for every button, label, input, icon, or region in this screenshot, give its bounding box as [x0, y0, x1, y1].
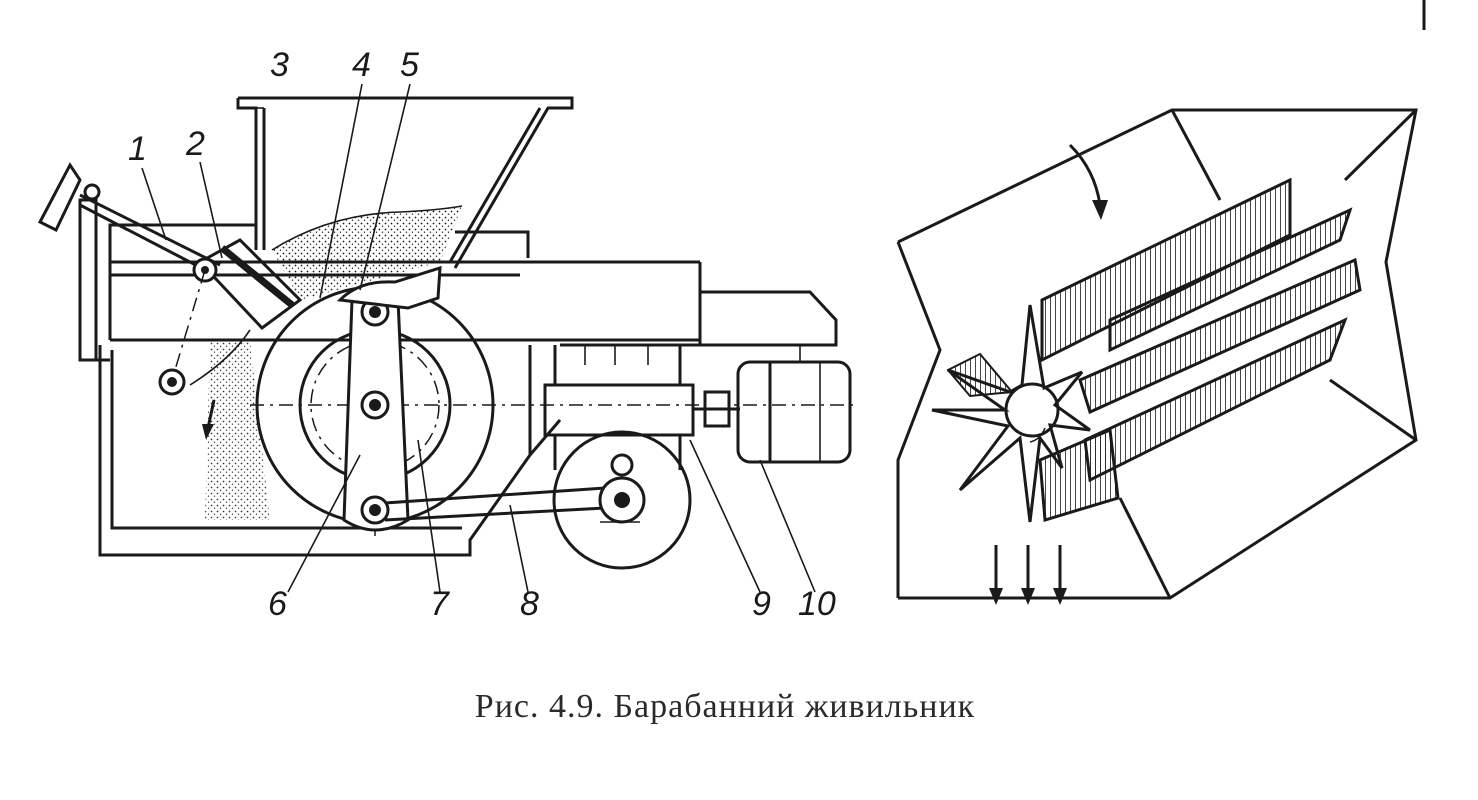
connecting-rod: [384, 430, 692, 570]
label-6: 6: [268, 585, 287, 623]
electric-motor: [736, 345, 852, 464]
flow-arrows: [989, 143, 1108, 605]
label-10: 10: [798, 585, 836, 623]
rocker-arm: [336, 265, 442, 532]
gate-flap: [158, 238, 303, 396]
figure-caption: Рис. 4.9. Барабанний живильник: [474, 688, 976, 725]
label-8: 8: [520, 585, 539, 623]
gearbox: [543, 345, 740, 470]
label-1: 1: [128, 130, 147, 168]
label-3: 3: [270, 46, 289, 84]
label-5: 5: [400, 46, 419, 84]
label-7: 7: [430, 585, 450, 623]
hopper: [236, 96, 574, 300]
drum-blades: [946, 177, 1362, 522]
drum-isometric-view: [896, 108, 1418, 605]
label-9: 9: [752, 585, 771, 623]
feeder-side-view: 1 2 3 4 5 6 7 8 9 10: [37, 46, 858, 623]
lower-housing: [98, 340, 562, 557]
label-2: 2: [185, 125, 205, 163]
label-4: 4: [352, 46, 371, 84]
feeder-diagram: 1 2 3 4 5 6 7 8 9 10: [37, 0, 1426, 623]
frame: [37, 162, 838, 362]
